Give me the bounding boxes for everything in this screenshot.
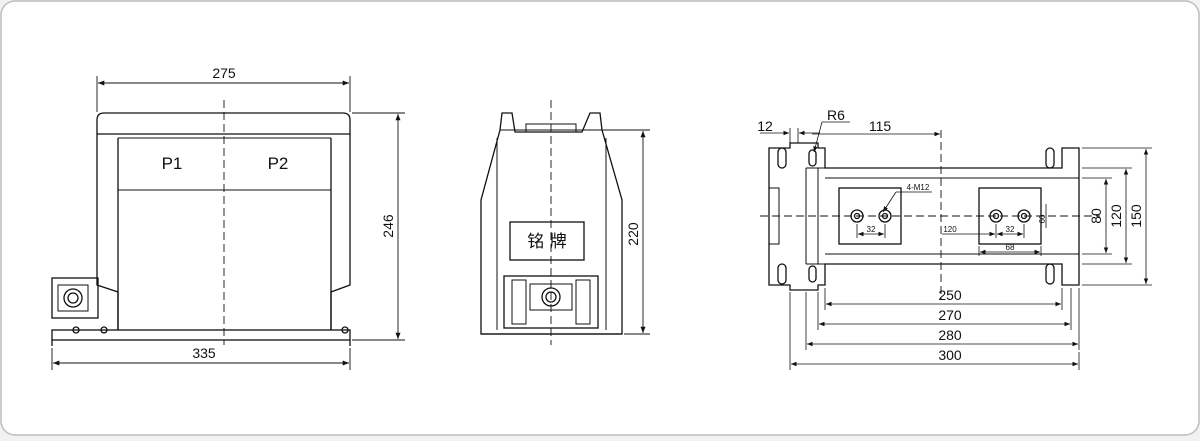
side-height: 220: [625, 222, 641, 246]
side-view: [480, 100, 623, 345]
dim-12: 12: [757, 118, 773, 134]
top-cap: [96, 112, 351, 134]
dim-32-right: 32: [1006, 225, 1015, 234]
plan-view: [760, 130, 1100, 300]
terminal-box: [51, 277, 99, 319]
terminal-p2-label: P2: [268, 154, 289, 173]
front-dimensions: [51, 76, 405, 370]
front-view: [51, 100, 351, 346]
dim-60: 60: [1038, 214, 1047, 223]
front-width-base: 335: [192, 345, 216, 361]
length-250: 250: [938, 287, 962, 303]
dim-120-outer: 120: [1108, 204, 1124, 228]
nameplate: [509, 221, 585, 261]
dim-r6: R6: [827, 107, 845, 123]
dim-120-inner: 120: [943, 225, 957, 234]
dim-115: 115: [869, 118, 892, 134]
front-height: 246: [380, 214, 396, 238]
length-300: 300: [938, 347, 962, 363]
dim-150: 150: [1128, 204, 1144, 228]
thread-spec: 4-M12: [907, 183, 930, 192]
dim-32-left: 32: [867, 225, 876, 234]
length-270: 270: [938, 307, 962, 323]
nameplate-label: 铭 牌: [527, 232, 566, 252]
front-width-top: 275: [212, 65, 236, 81]
dim-80: 80: [1088, 208, 1104, 224]
dim-68: 68: [1006, 243, 1015, 252]
side-dimensions: [602, 129, 650, 335]
length-280: 280: [938, 327, 962, 343]
plan-dimensions: [760, 121, 1152, 370]
terminal-p1-label: P1: [162, 154, 183, 173]
base-plate: [51, 329, 351, 341]
